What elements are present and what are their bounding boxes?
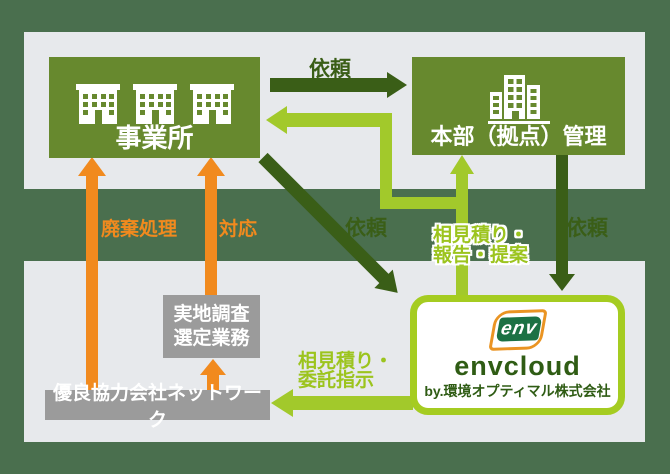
arrowhead-down-icon (549, 274, 575, 291)
label-quote-instruction: 相見積り・ 委託指示 (298, 352, 393, 390)
label-request-top: 依頼 (309, 58, 351, 81)
arrowhead-left-icon (271, 389, 293, 417)
offices-label: 事業所 (115, 123, 194, 153)
env-logo-text: env (498, 317, 539, 340)
arrow-envcloud-to-partners (293, 396, 413, 410)
arrow-response (205, 176, 217, 295)
arrow-request-offices-to-hq (270, 78, 387, 92)
arrow-envcloud-to-offices (287, 113, 392, 127)
arrow-envcloud-to-hq (456, 174, 468, 295)
arrow-envcloud-branch (380, 197, 468, 209)
arrow-partners-to-survey (207, 375, 219, 390)
arrowhead-right-icon (387, 72, 407, 98)
label-quote-instruction-line2: 委託指示 (298, 370, 375, 391)
headquarters-label: 本部（拠点）管理 (430, 124, 607, 149)
label-request-diagonal: 依頼 (345, 217, 387, 240)
arrowhead-up-icon (197, 157, 225, 176)
arrowhead-left-icon (266, 106, 287, 134)
label-quote-report-line1: 相見積り・ (433, 225, 529, 246)
label-quote-report: 相見積り・ 報告・提案 (433, 226, 528, 266)
node-survey: 実地調査 選定業務 (163, 295, 260, 358)
envcloud-byline: by.環境オプティマル株式会社 (424, 383, 611, 399)
arrow-request-hq-to-envcloud (556, 150, 568, 274)
label-quote-report-line2: 報告・提案 (433, 245, 529, 266)
partners-label: 優良協力会社ネットワーク (52, 383, 262, 431)
arrowhead-up-icon (78, 157, 106, 176)
office-buildings-icon (75, 84, 234, 124)
arrow-waste-disposal (86, 176, 98, 390)
arrow-envcloud-to-offices-elbow (380, 113, 392, 209)
arrowhead-up-icon (450, 155, 474, 174)
node-envcloud: env envcloud by.環境オプティマル株式会社 (410, 295, 625, 415)
envcloud-name: envcloud (454, 351, 581, 381)
arrowhead-up-icon (200, 359, 226, 375)
label-request-right: 依頼 (566, 217, 608, 240)
env-logo-banner: env (495, 316, 542, 342)
survey-label-line2: 選定業務 (173, 327, 250, 349)
node-headquarters: 本部（拠点）管理 (412, 57, 625, 155)
node-partners: 優良協力会社ネットワーク (45, 383, 270, 431)
label-waste-disposal: 廃棄処理 (101, 219, 178, 240)
node-offices: 事業所 (49, 57, 260, 158)
label-quote-instruction-line1: 相見積り・ (298, 351, 394, 372)
label-response: 対応 (219, 219, 258, 240)
headquarters-building-icon (487, 75, 550, 124)
env-logo: env (487, 309, 548, 351)
survey-label-line1: 実地調査 (173, 303, 250, 325)
